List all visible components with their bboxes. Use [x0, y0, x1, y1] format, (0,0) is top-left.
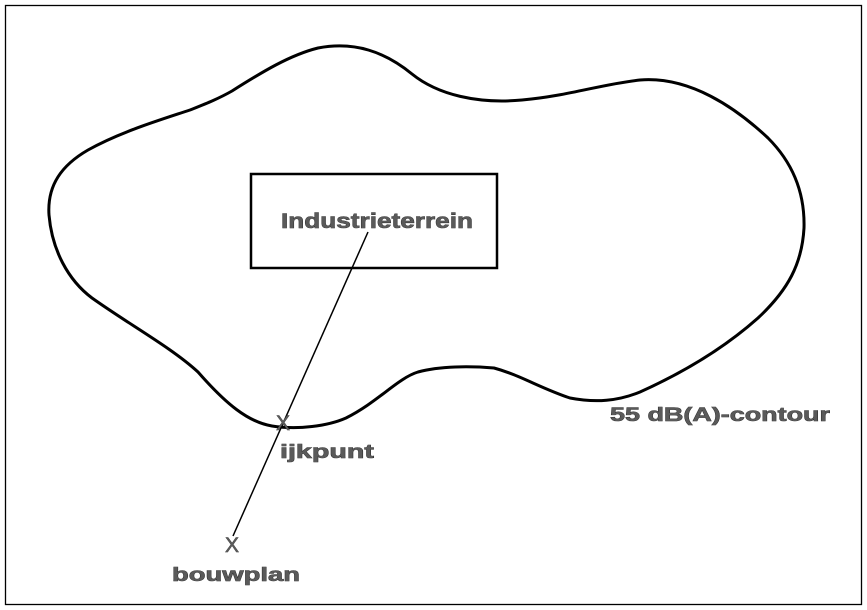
contour-label: 55 dB(A)-contour [610, 405, 831, 426]
building-plan-marker: X [225, 534, 239, 557]
reference-point-label: ijkpunt [280, 442, 375, 463]
industrial-area-box [249, 172, 499, 270]
diagram-frame [4, 4, 863, 606]
reference-point-marker: X [276, 412, 290, 435]
noise-contour-line [47, 44, 806, 430]
building-plan-label: bouwplan [172, 565, 300, 586]
distance-line [232, 231, 369, 537]
industrial-area-label: Industrieterrein [281, 210, 473, 233]
